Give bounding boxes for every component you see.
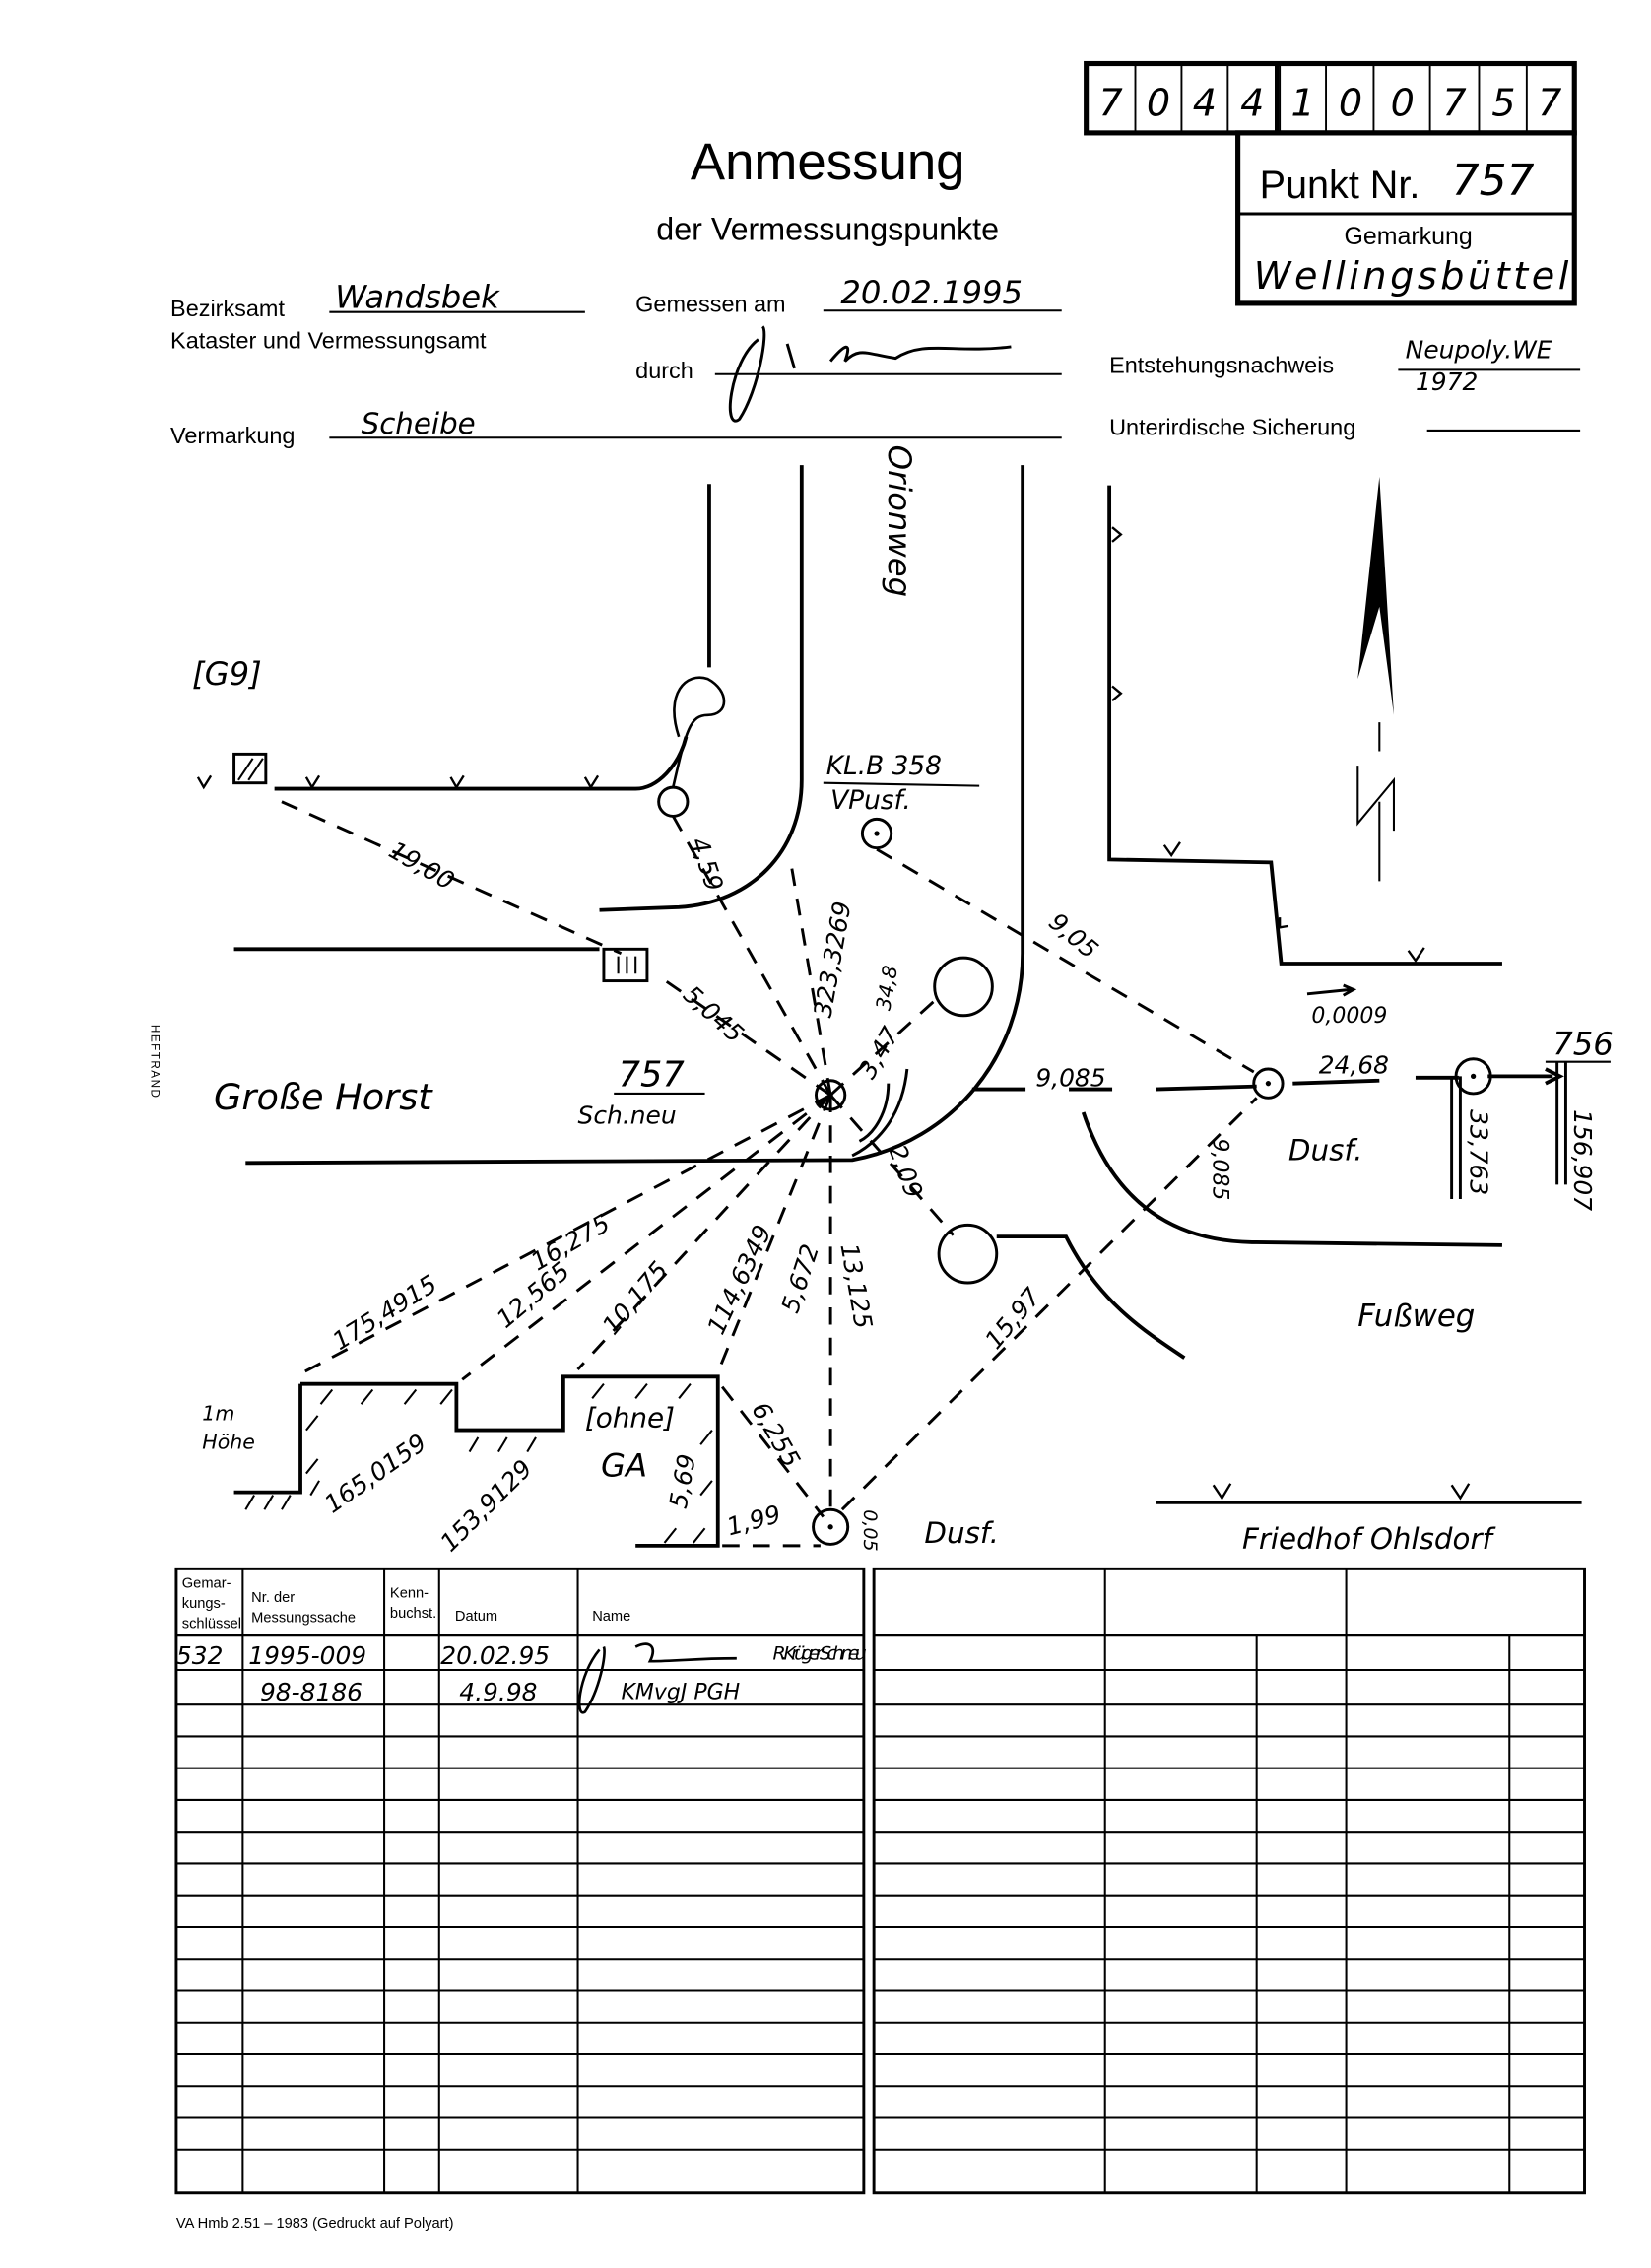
cell: 532 <box>176 1641 224 1670</box>
digit: 4 <box>1240 81 1264 124</box>
label-schneu: Sch.neu <box>578 1101 677 1130</box>
measure-label: 5,045 <box>678 980 749 1048</box>
kataster-label: Kataster und Vermessungsamt <box>170 327 487 353</box>
entstehung-year: 1972 <box>1416 367 1478 396</box>
measure-label: 0,05 <box>859 1509 881 1551</box>
label-dusf: Dusf. <box>1288 1133 1363 1167</box>
digit: 1 <box>1290 81 1314 124</box>
measure-label: 19,00 <box>384 835 459 896</box>
digit: 0 <box>1339 81 1362 124</box>
label-757: 757 <box>619 1055 686 1096</box>
label-756: 756 <box>1552 1025 1614 1062</box>
punkt-label: Punkt Nr. <box>1260 164 1420 207</box>
digit: 7 <box>1538 81 1561 124</box>
digit: 7 <box>1098 81 1122 124</box>
label-dusf: Dusf. <box>924 1516 999 1550</box>
heftrand-label: HEFTRAND <box>148 1025 161 1100</box>
point-756 <box>1454 1057 1492 1096</box>
table-row: 98-8186 4.9.98 KMvgJ PGH <box>260 1678 740 1706</box>
entstehung-label: Entstehungsnachweis <box>1109 352 1334 377</box>
measure-label: 6,255 <box>746 1397 806 1472</box>
bezirksamt-label: Bezirksamt <box>170 296 285 321</box>
digit: 4 <box>1193 81 1217 124</box>
gemarkung-value: Wellingsbüttel <box>1254 254 1569 298</box>
label-hoehe: Höhe <box>202 1431 255 1454</box>
footer-text: VA Hmb 2.51 – 1983 (Gedruckt auf Polyart… <box>176 2216 454 2232</box>
col-header-schluessel: schlüssel <box>182 1616 241 1632</box>
measure-label: 16,275 <box>526 1209 615 1277</box>
measure-label: 24,68 <box>1319 1050 1389 1079</box>
col-header-datum: Datum <box>455 1609 497 1625</box>
measure-label: 15,97 <box>979 1282 1046 1354</box>
measure-label: 1,99 <box>724 1500 784 1541</box>
measure-label: 5,69 <box>664 1452 701 1511</box>
measure-label: 33,763 <box>1465 1109 1493 1195</box>
measure-label: 3,47 <box>853 1022 905 1084</box>
cell: 4.9.98 <box>459 1678 537 1706</box>
measure-label: 175,4915 <box>327 1269 441 1356</box>
street-label-orionweg: Orionweg <box>881 445 918 597</box>
gemarkung-label: Gemarkung <box>1345 223 1473 250</box>
cell: 20.02.95 <box>440 1641 550 1670</box>
label-g9: [G9] <box>192 655 262 693</box>
north-arrow-icon <box>1357 476 1394 715</box>
label-1m: 1m <box>202 1401 234 1425</box>
col-header-nr: Nr. der <box>251 1590 295 1606</box>
cell: 98-8186 <box>260 1678 363 1706</box>
label-ohne: [ohne] <box>585 1402 675 1434</box>
col-header-nr: Messungssache <box>251 1611 356 1627</box>
digit: 0 <box>1391 81 1415 124</box>
gemessen-label: Gemessen am <box>635 292 785 317</box>
vermarkung-label: Vermarkung <box>170 423 295 448</box>
svg-text:HEFTRAND: HEFTRAND <box>148 1025 161 1100</box>
page-subtitle: der Vermessungspunkte <box>656 211 999 246</box>
gemessen-value: 20.02.1995 <box>840 274 1023 311</box>
measure-label: 153,9129 <box>434 1454 538 1558</box>
label-friedhof: Friedhof Ohlsdorf <box>1242 1522 1497 1556</box>
measure-label: 156,907 <box>1568 1109 1597 1211</box>
cell: KMvgJ PGH <box>622 1680 741 1704</box>
label-fussweg: Fußweg <box>1357 1299 1475 1334</box>
measure-label: 9,085 <box>1035 1064 1105 1093</box>
table-row: 532 1995-009 20.02.95 R. Krüger Sch.neu <box>176 1641 867 1670</box>
point-757 <box>815 1079 847 1111</box>
survey-sketch: [G9] Orionweg KL.B 358 VPusf. 19,00 4,59… <box>192 445 1614 1558</box>
measure-label: 5,672 <box>776 1240 826 1316</box>
col-header-schluessel: kungs- <box>182 1596 226 1612</box>
col-header-kenn: buchst. <box>390 1606 436 1622</box>
bezirksamt-value: Wandsbek <box>335 278 500 315</box>
measure-label: 9,085 <box>1208 1138 1232 1200</box>
unterirdisch-label: Unterirdische Sicherung <box>1109 414 1355 439</box>
label-ga: GA <box>601 1446 647 1484</box>
cell: R. Krüger Sch.neu <box>772 1643 866 1665</box>
measure-label: 323,3269 <box>808 900 856 1020</box>
col-header-name: Name <box>592 1609 630 1625</box>
measure-label: 0,0009 <box>1311 1004 1387 1029</box>
col-header-kenn: Kenn- <box>390 1586 429 1602</box>
punkt-value: 757 <box>1452 156 1535 206</box>
measure-label: 9,05 <box>1043 907 1103 965</box>
digit: 5 <box>1491 81 1515 124</box>
blank-table <box>872 1567 1586 2195</box>
point-number-box: 7 0 4 4 1 0 0 7 5 7 Punkt Nr. 757 Gemark… <box>1084 60 1577 306</box>
measure-label: 2,09 <box>883 1141 928 1202</box>
vermarkung-value: Scheibe <box>362 407 476 440</box>
measure-label: 165,0159 <box>319 1429 431 1519</box>
measurement-table: Gemar- kungs- schlüssel Nr. der Messungs… <box>174 1567 867 2195</box>
measure-label: 4,59 <box>685 834 729 895</box>
entstehung-value: Neupoly.WE <box>1406 336 1552 365</box>
label-klb: KL.B 358 <box>826 752 942 781</box>
measure-label: 34,8 <box>872 964 903 1012</box>
page-title: Anmessung <box>691 133 965 191</box>
col-header-schluessel: Gemar- <box>182 1575 231 1591</box>
durch-label: durch <box>635 358 693 383</box>
cell: 1995-009 <box>248 1641 366 1670</box>
signature <box>728 325 1012 423</box>
digit: 7 <box>1442 81 1466 124</box>
street-label-grosse-horst: Große Horst <box>214 1076 433 1118</box>
measure-label: 13,125 <box>834 1241 878 1331</box>
label-vpusf: VPusf. <box>830 786 911 816</box>
digit: 0 <box>1147 81 1170 124</box>
